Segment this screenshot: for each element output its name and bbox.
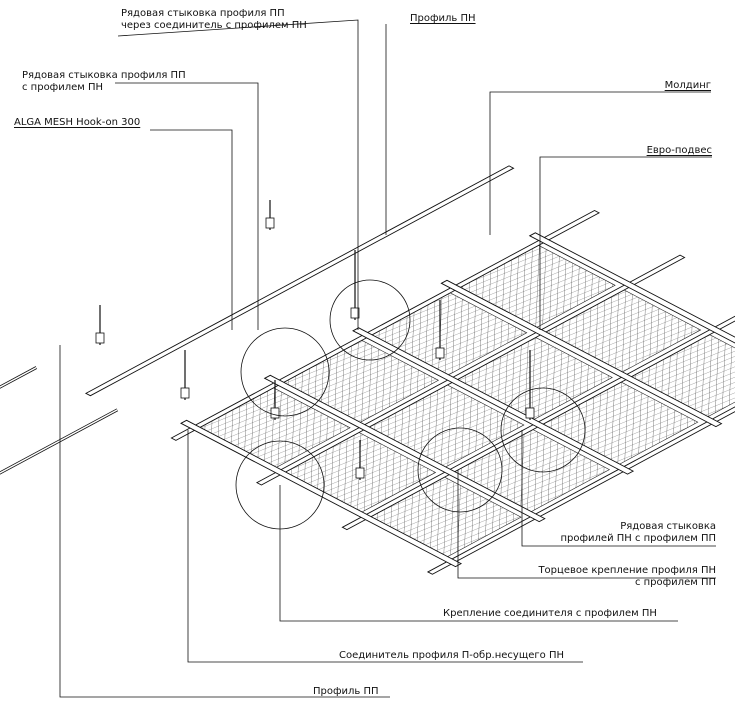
- leader-lines: [59, 19, 716, 698]
- label-joint-pp-via-connector: Рядовая стыковка профиля ПП через соедин…: [121, 8, 307, 32]
- label-euro-hanger: Евро-подвес: [646, 145, 712, 156]
- leader-alga-mesh: [150, 129, 233, 330]
- ceiling-grid: [0, 165, 735, 575]
- label-line-2: через соединитель с профилем ПН: [121, 20, 307, 31]
- label-profile-pp: Профиль ПП: [313, 686, 379, 697]
- label-line-1: Рядовая стыковка профиля ПП: [22, 70, 186, 81]
- profile-pn-cross: [180, 419, 463, 568]
- profile-pn-cross: [263, 374, 546, 523]
- label-joint-pp-pn: Рядовая стыковка профиля ПП с профилем П…: [22, 70, 186, 94]
- euro-hanger-clip: [355, 467, 365, 479]
- euro-hanger-clip: [180, 387, 190, 399]
- leader-molding: [489, 91, 711, 235]
- label-line-1: Торцевое крепление профиля ПН: [538, 565, 716, 576]
- label-connector-u: Соединитель профиля П-обр.несущего ПН: [339, 650, 564, 661]
- leader-connector-fix: [279, 485, 678, 622]
- label-line-1: Рядовая стыковка: [620, 521, 716, 532]
- detail-callout-circle: [417, 427, 503, 513]
- label-alga-mesh: ALGA MESH Hook-on 300: [14, 117, 141, 128]
- leader-joint-pp-via-connector-top: [117, 19, 359, 37]
- detail-callout-circle: [329, 279, 411, 361]
- leader-euro-hanger: [539, 156, 712, 330]
- profile-pp-stub: [0, 408, 119, 475]
- profile-pn-cross: [440, 279, 723, 428]
- profile-pp-rail: [84, 165, 515, 397]
- euro-hanger-clip: [525, 407, 535, 419]
- leader-profile-pp: [59, 345, 390, 698]
- detail-callout-circle: [500, 387, 586, 473]
- label-connector-fix: Крепление соединителя с профилем ПН: [443, 608, 657, 619]
- label-line-2: профилей ПН с профилем ПП: [560, 533, 716, 544]
- label-line-2: с профилем ПП: [634, 577, 716, 588]
- profile-pp-stub-inner: [0, 366, 37, 388]
- profile-pn-cross: [528, 232, 735, 344]
- leader-connector-u: [187, 430, 583, 663]
- label-profile-pn-top: Профиль ПН: [410, 13, 476, 24]
- euro-hanger-clip: [95, 332, 105, 344]
- euro-hanger-clip: [265, 217, 275, 229]
- profile-pp-stub-inner: [0, 409, 118, 474]
- detail-callout-circle: [240, 327, 330, 417]
- leader-joint-pp-pn: [115, 82, 259, 330]
- label-end-fix: Торцевое крепление профиля ПН с профилем…: [500, 565, 716, 589]
- euro-hanger-clip: [350, 307, 360, 319]
- leader-end-fix: [457, 470, 716, 579]
- leader-joint-pn-pn: [521, 430, 716, 547]
- profile-pn-cross: [352, 327, 635, 475]
- label-molding: Молдинг: [664, 80, 711, 91]
- label-line-2: с профилем ПН: [22, 82, 104, 93]
- label-joint-pn-pn: Рядовая стыковка профилей ПН с профилем …: [500, 521, 716, 545]
- label-line-1: Рядовая стыковка профиля ПП: [121, 8, 285, 19]
- euro-hanger-clip: [435, 347, 445, 359]
- euro-hanger-clip: [270, 407, 280, 419]
